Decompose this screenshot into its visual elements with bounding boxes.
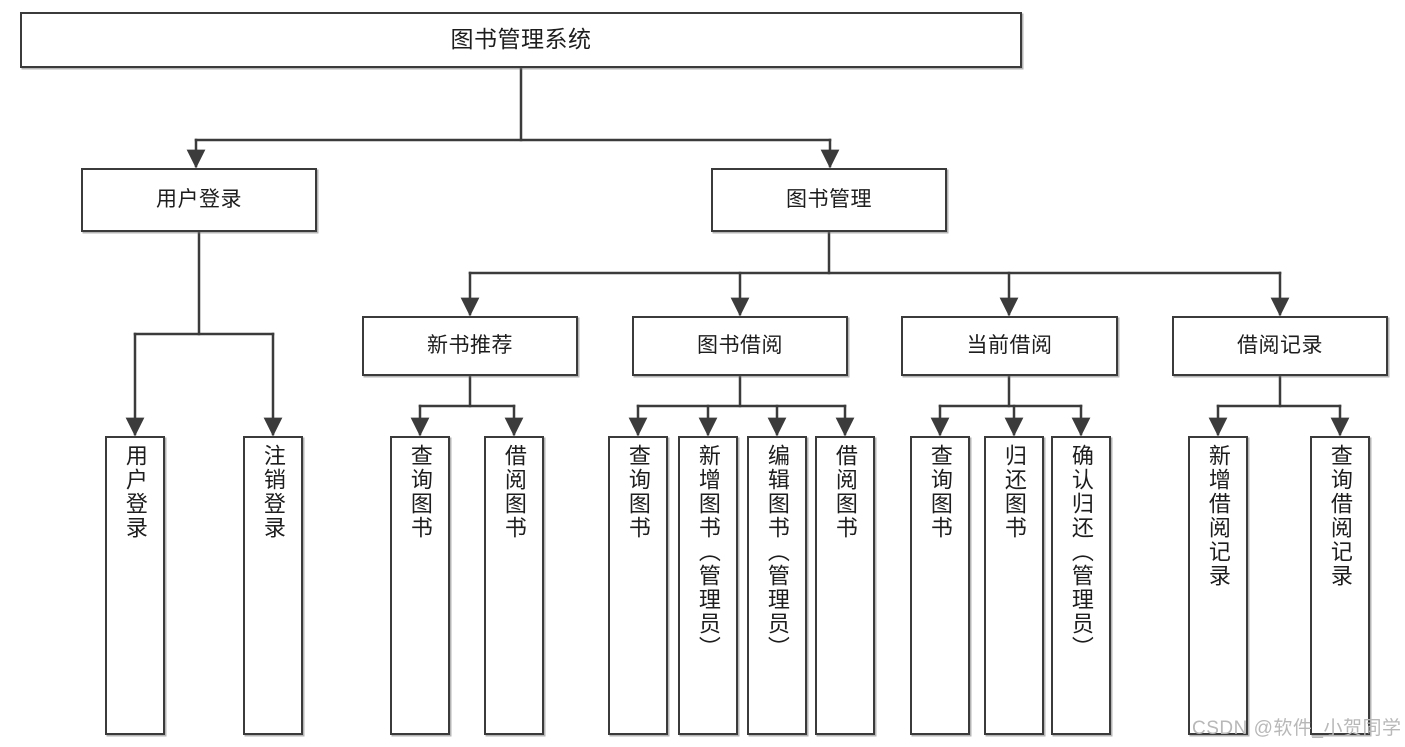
node-leaf-query-book-2[interactable]: 查询图书	[608, 436, 668, 735]
node-label: 查询借阅记录	[1327, 444, 1353, 588]
node-label: 查询图书	[407, 444, 433, 540]
node-label: 新增图书（管理员）	[695, 444, 721, 660]
node-label: 当前借阅	[966, 333, 1053, 357]
csdn-watermark: CSDN @软件_小贺同学	[1192, 718, 1402, 739]
node-leaf-user-login[interactable]: 用户登录	[105, 436, 165, 735]
node-leaf-confirm-return-admin[interactable]: 确认归还（管理员）	[1051, 436, 1111, 735]
node-leaf-query-book-1[interactable]: 查询图书	[390, 436, 450, 735]
node-label: 图书借阅	[697, 333, 783, 357]
node-leaf-logout-login[interactable]: 注销登录	[243, 436, 303, 735]
node-label: 借阅图书	[832, 444, 858, 540]
node-root-system[interactable]: 图书管理系统	[20, 12, 1022, 68]
node-label: 编辑图书（管理员）	[764, 444, 790, 660]
node-label: 图书管理	[786, 187, 872, 211]
node-book-manage[interactable]: 图书管理	[711, 168, 947, 232]
node-label: 用户登录	[122, 444, 148, 540]
node-book-borrow[interactable]: 图书借阅	[632, 316, 848, 376]
node-borrow-record[interactable]: 借阅记录	[1172, 316, 1388, 376]
node-leaf-query-book-3[interactable]: 查询图书	[910, 436, 970, 735]
node-label: 图书管理系统	[450, 26, 592, 53]
node-label: 确认归还（管理员）	[1068, 444, 1094, 660]
node-label: 注销登录	[260, 444, 286, 540]
node-user-login[interactable]: 用户登录	[81, 168, 317, 232]
node-label: 借阅图书	[501, 444, 527, 540]
node-label: 归还图书	[1001, 444, 1027, 540]
node-label: 新书推荐	[427, 333, 513, 357]
node-leaf-add-book-admin[interactable]: 新增图书（管理员）	[678, 436, 738, 735]
node-label: 查询图书	[625, 444, 651, 540]
node-leaf-return-book[interactable]: 归还图书	[984, 436, 1044, 735]
node-leaf-borrow-book-1[interactable]: 借阅图书	[484, 436, 544, 735]
node-current-borrow[interactable]: 当前借阅	[901, 316, 1118, 376]
node-leaf-borrow-book-2[interactable]: 借阅图书	[815, 436, 875, 735]
node-leaf-add-borrow-record[interactable]: 新增借阅记录	[1188, 436, 1248, 735]
node-leaf-query-borrow-record[interactable]: 查询借阅记录	[1310, 436, 1370, 735]
node-leaf-edit-book-admin[interactable]: 编辑图书（管理员）	[747, 436, 807, 735]
node-label: 借阅记录	[1237, 333, 1323, 357]
node-label: 查询图书	[927, 444, 953, 540]
node-new-book-recommend[interactable]: 新书推荐	[362, 316, 578, 376]
node-label: 用户登录	[156, 187, 242, 211]
node-label: 新增借阅记录	[1205, 444, 1231, 588]
